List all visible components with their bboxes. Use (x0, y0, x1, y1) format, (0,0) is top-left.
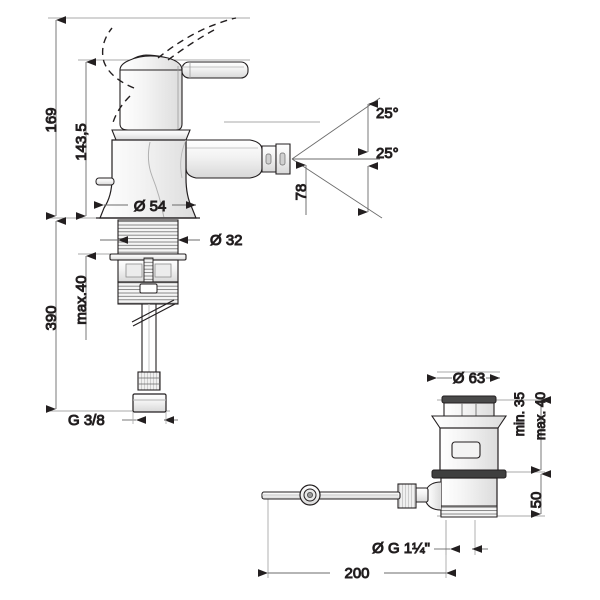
label-diameter-63: Ø 63 (453, 370, 486, 387)
waste-flange (430, 415, 508, 429)
handle-swing-range-dashed (101, 17, 237, 127)
label-angle-upper: 25° (376, 105, 399, 122)
label-g38: G 3/8 (68, 412, 105, 429)
label-390: 390 (43, 305, 60, 330)
threaded-mounting-shank (117, 219, 179, 255)
waste-side-branch (413, 481, 442, 511)
hose-ferrule (137, 371, 161, 391)
mixer-collar (111, 129, 191, 141)
label-max-40: max. 40 (533, 392, 548, 440)
label-diameter-54: Ø 54 (134, 198, 167, 215)
waste-outlet-barrel (440, 477, 498, 518)
dimension-200: 200 200 (258, 565, 456, 583)
knurled-adjusting-nut (397, 483, 417, 509)
waste-body (431, 427, 507, 479)
g38-connector-nut (132, 393, 167, 413)
dimension-diameter-32: Ø 32 (100, 232, 243, 250)
label-min-35: min. 35 (512, 392, 527, 436)
dimension-max40: max.40 (73, 252, 96, 340)
dimension-169: 169 (43, 16, 66, 220)
supply-hose (131, 299, 176, 378)
dimension-outlet-thread: Ø G 1¼" (372, 540, 488, 558)
label-diameter-32: Ø 32 (210, 232, 243, 249)
mixer-handle-dome (119, 54, 183, 131)
dimension-diameter-54: Ø 54 (94, 198, 196, 216)
dimension-390: 390 (43, 217, 66, 413)
lever-handle (181, 61, 249, 79)
label-78: 78 (293, 184, 310, 201)
dimension-angle-upper: 25° (358, 100, 399, 156)
lift-rod (261, 491, 401, 500)
label-angle-lower: 25° (376, 145, 399, 162)
dimension-angle-lower: 25° (358, 145, 399, 216)
dimension-diameter-63: Ø 63 (427, 370, 500, 388)
body-side-nipple (95, 177, 115, 186)
dimension-waste-min-max: min. 35 max. 40 (512, 392, 551, 474)
dimension-50: 50 (528, 470, 551, 518)
label-50: 50 (528, 492, 545, 509)
label-143-5: 143,5 (73, 123, 90, 161)
rod-pivot-joint (299, 484, 321, 506)
swivel-spout (185, 139, 291, 179)
label-g38-group: G 3/8 (68, 412, 178, 430)
label-200-text: 200 (344, 565, 369, 582)
waste-stopper-cap (441, 395, 497, 417)
mounting-nut (117, 257, 179, 305)
label-169: 169 (43, 107, 60, 132)
dimension-78: 78 (293, 161, 311, 215)
dimension-143-5: 143,5 (73, 58, 96, 220)
label-outlet-thread: Ø G 1¼" (372, 540, 430, 557)
label-max40: max.40 (73, 275, 90, 324)
